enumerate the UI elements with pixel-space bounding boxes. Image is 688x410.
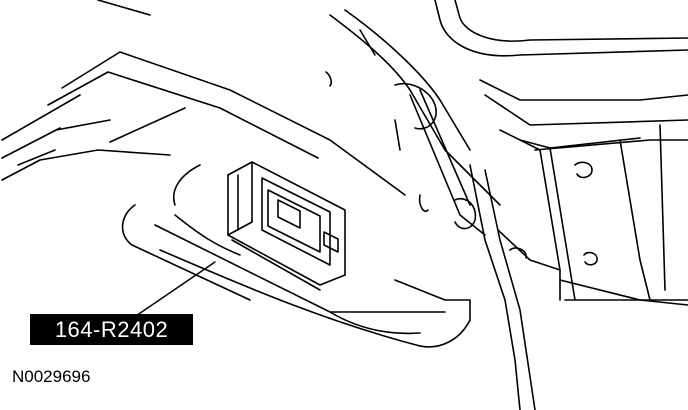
door-frame — [325, 9, 536, 410]
leader-line — [129, 261, 216, 321]
roof-panel — [1, 0, 406, 196]
module-component — [227, 161, 346, 291]
window-panel — [434, 0, 688, 306]
part-callout-label: 164-R2402 — [30, 314, 193, 345]
figure-id-label: N0029696 — [12, 367, 91, 386]
trim-panel — [121, 164, 471, 348]
